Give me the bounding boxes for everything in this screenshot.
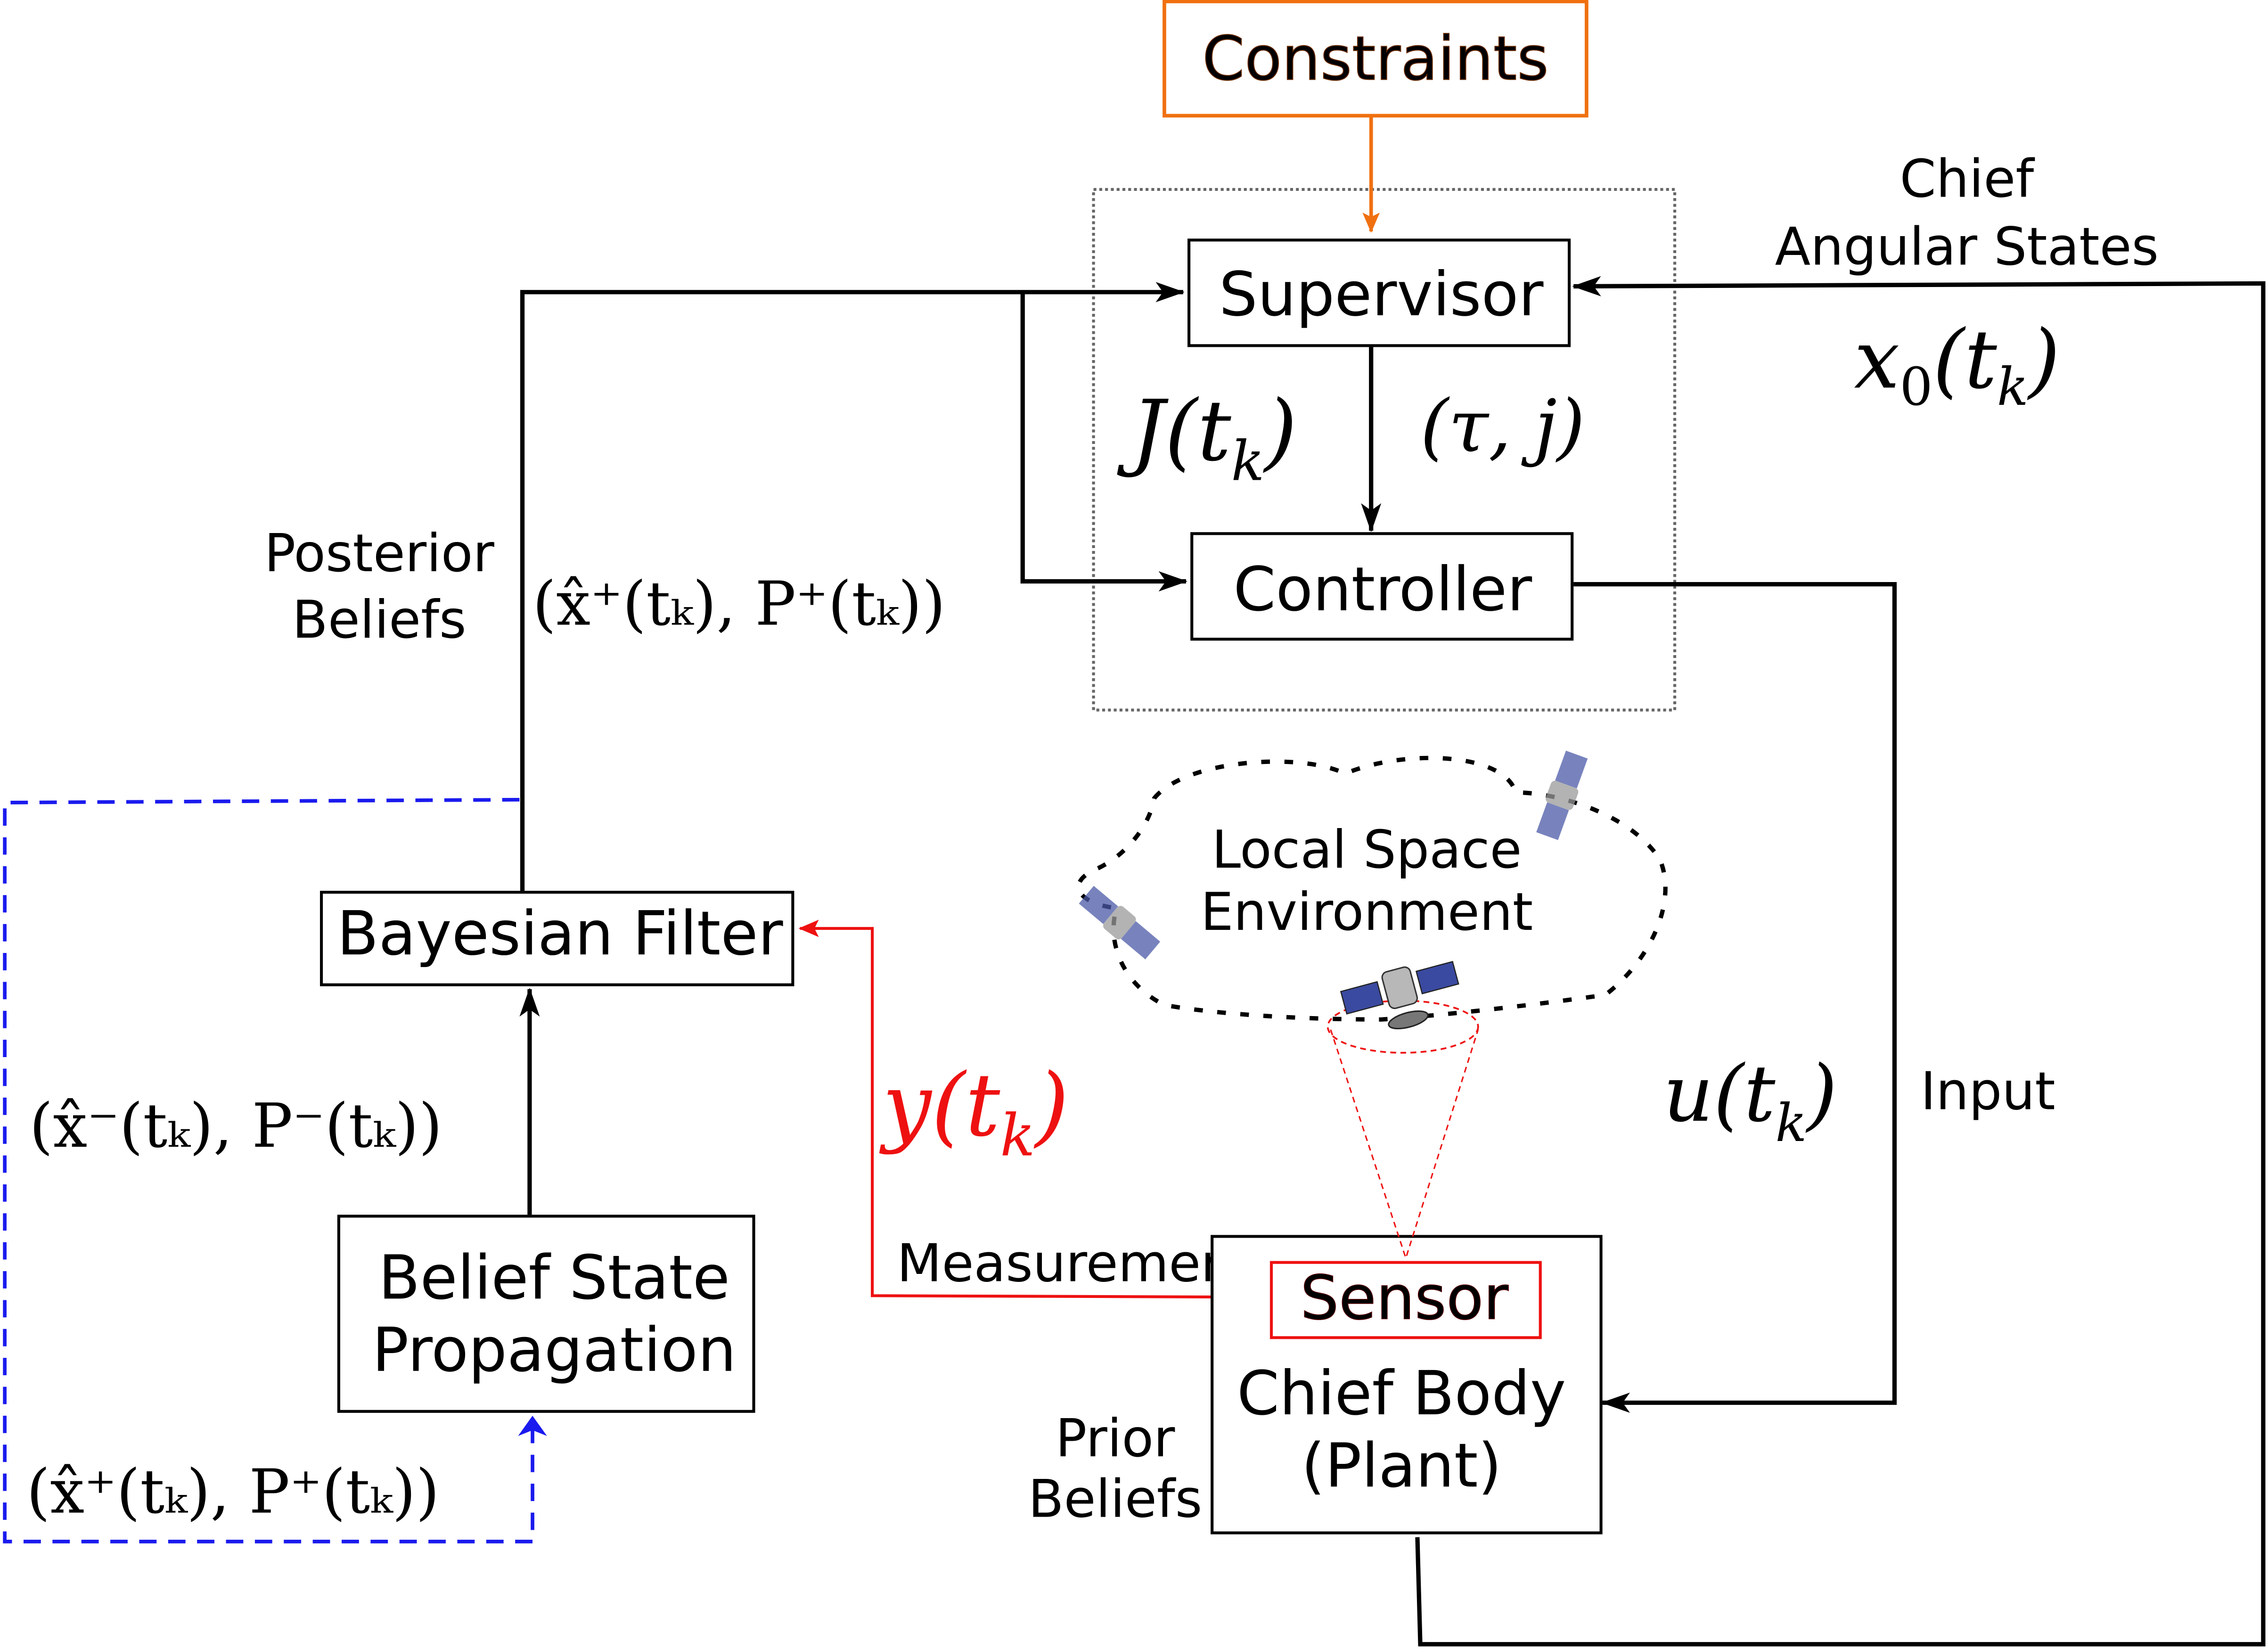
belief-propagation-line1: Belief State [378, 1242, 730, 1313]
prior-belief-pair: (x̂⁻(tₖ), P⁻(tₖ)) [29, 1091, 442, 1161]
chief-body-line1: Chief Body [1237, 1358, 1566, 1429]
chief-state-label: x0(tk) [1854, 312, 2060, 418]
chief-angular-states-line1: Chief [1900, 148, 2035, 209]
sensor-footprint [1326, 1000, 1479, 1054]
posterior-beliefs-line1: Posterior [264, 523, 495, 584]
sensor-fov-cone [1330, 1029, 1479, 1261]
supervisor-block [1187, 238, 1571, 347]
chief-angular-states-line2: Angular States [1775, 217, 2159, 278]
chief-states-feedback-arrow [1415, 276, 2266, 1647]
satellite-icon [1536, 750, 1588, 840]
input-label: Input [1921, 1061, 2055, 1122]
sensor-block [1269, 1261, 1542, 1339]
measurement-arrow [798, 919, 1270, 1299]
hybrid-time-label: (τ, j) [1420, 385, 1585, 468]
controller-to-plant-arrow [1573, 582, 1897, 1413]
posterior-beliefs-line2: Beliefs [292, 590, 467, 650]
satellite-icon [1079, 886, 1161, 960]
supervisor-label: Supervisor [1219, 259, 1544, 330]
satellite-icon [1340, 960, 1459, 1030]
filter-to-controller-arrow [1020, 292, 1188, 591]
local-space-line1: Local Space [1212, 820, 1522, 880]
measurement-symbol: y(tk) [879, 1055, 1069, 1169]
measurement-label: Measurement [897, 1233, 1254, 1294]
supervisory-region [1092, 188, 1677, 712]
belief-propagation-block [337, 1215, 755, 1413]
constraints-label: Constraints [1202, 24, 1548, 94]
cost-function-label: J(tk) [1117, 382, 1297, 493]
controller-label: Controller [1233, 554, 1532, 625]
chief-body-line2: (Plant) [1302, 1430, 1502, 1501]
belief-propagation-line2: Propagation [372, 1315, 737, 1386]
constraints-block [1163, 0, 1588, 118]
prior-loop-pair: (x̂⁺(tₖ), P⁺(tₖ)) [26, 1457, 440, 1527]
control-input-label: u(tk) [1663, 1049, 1838, 1154]
bayesian-filter-label: Bayesian Filter [337, 898, 783, 969]
sensor-label: Sensor [1300, 1263, 1508, 1333]
local-space-line2: Environment [1201, 882, 1533, 943]
posterior-belief-pair: (x̂⁺(tₖ), P⁺(tₖ)) [532, 569, 946, 640]
controller-block [1190, 532, 1574, 641]
prior-beliefs-line1: Prior [1056, 1408, 1175, 1469]
prior-loop-path [3, 797, 547, 1543]
bayesian-filter-block [320, 891, 794, 986]
filter-to-supervisor-arrow [520, 282, 1185, 891]
prior-beliefs-line2: Beliefs [1028, 1469, 1203, 1530]
